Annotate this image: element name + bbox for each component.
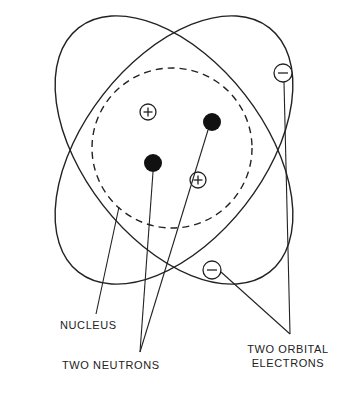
leader-line: [96, 82, 290, 352]
neutron-dot: [144, 154, 162, 172]
callout-label: NUCLEUS: [60, 318, 117, 332]
callout-label: TWO NEUTRONS: [62, 358, 160, 372]
electron-symbol: [274, 64, 292, 82]
orbit-ellipse: [8, 0, 341, 328]
callout-label: TWO ORBITAL ELECTRONS: [238, 342, 338, 370]
neutron-dot: [203, 113, 221, 131]
electron-symbol: [203, 261, 221, 279]
nucleus-outline: [92, 68, 252, 228]
orbit-ellipse: [8, 0, 341, 328]
proton-symbol: [140, 104, 156, 120]
